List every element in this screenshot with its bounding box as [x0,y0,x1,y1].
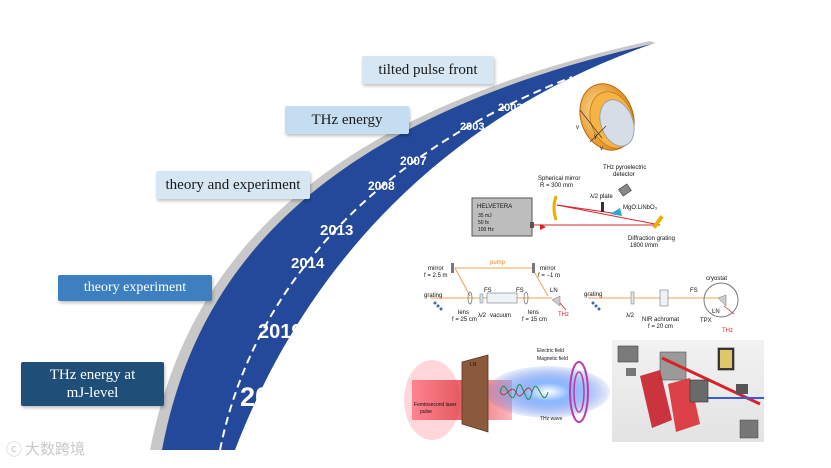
grating-2-label: grating [424,293,442,299]
spherical-mirror-label: Spherical mirror [538,176,580,182]
year-2007: 2007 [400,154,427,168]
tag-theory-experiment: theory experiment [58,275,212,301]
tag-mj-level-line1: THz energy at [49,367,136,383]
timeline-dashed-line [219,76,573,451]
tpx-label: TPX [700,318,712,324]
mirror-left-label: mirror [428,266,444,272]
tag-theory-and-experiment: theory and experiment [156,171,310,199]
year-2013: 2013 [320,222,353,239]
laser-pulse-label-2: pulse [420,409,432,415]
vacuum-label: vacuum [490,313,511,319]
mirror-right-label: mirror [540,266,556,272]
fs-label-2: FS [516,288,524,294]
watermark: ⓒ 大数跨境 [6,436,85,460]
half-wave-label-3: λ/2 [626,313,635,319]
laser-spec-energy: 35 mJ [478,213,492,219]
fs-label-3: FS [690,288,698,294]
tilted-crystal-illustration: v v γ [576,83,635,152]
svg-text:γ: γ [594,134,597,140]
grating-label: Diffraction grating [628,236,675,242]
tag-tilted-pulse-front: tilted pulse front [362,56,494,84]
laser-pulse-label: Femtosecond laser [414,402,457,408]
laser-spec-rate: 100 Hz [478,227,494,233]
setup-3-diagram: grating λ/2 NIR achromat f = 20 cm FS cr… [584,276,739,334]
mirror-right-focal: f = −1 m [538,273,560,279]
detector-label-2: detector [613,172,635,178]
lens-right-label: lens [528,310,539,316]
watermark-logo-icon: ⓒ [6,442,23,459]
half-wave-label: λ/2 [478,313,487,319]
lens-left-label: lens [458,310,469,316]
mirror-left-focal: f = 2.5 m [424,273,448,279]
spherical-mirror-radius: R = 300 mm [540,183,573,189]
thz-label-3: THz [722,328,733,334]
grating-3-label: grating [584,292,602,298]
setup-2-diagram: mirror f = 2.5 m pump mirror f = −1 m gr… [424,260,569,323]
year-2020: 2020- [240,382,309,412]
grating-density: 1800 l/mm [630,243,658,249]
year-2019: 2019 [258,321,303,343]
fs-label-1: FS [484,288,492,294]
timeline-years: 2002 2003 2007 2008 2013 2014 2019 2020- [240,102,522,412]
ln-label-wave: LN [470,362,477,368]
setup-1-diagram: HELVETERA 35 mJ 50 fs 100 Hz Spherical m… [471,165,675,249]
tag-thz-energy: THz energy [285,106,409,134]
detector-label: THz pyroelectric [603,165,646,171]
thz-label-1: THz [558,312,569,318]
laser-box [471,197,533,237]
thz-wave-label: THz wave [540,416,562,422]
tag-mj-level: THz energy at mJ-level [21,362,164,406]
cryostat-label: cryostat [706,276,727,282]
laser-box-title: HELVETERA [477,204,512,210]
thz-wave-illustration: LN Electric field Magnetic field Femtose… [404,345,612,442]
pump-label-1: pump [490,260,506,266]
electric-field-label: Electric field [537,348,564,354]
ln-label-3: LN [712,309,720,315]
watermark-text: 大数跨境 [25,440,86,458]
crystal-label: MgO:LiNbO₃ [623,205,658,211]
lens-left-focal: f = 25 cm [452,317,477,323]
year-2008: 2008 [368,179,395,193]
svg-text:v: v [600,146,603,152]
half-wave-plate-label: λ/2 plate [590,194,613,200]
year-2014: 2014 [291,255,325,272]
timeline-arc [162,44,652,450]
tag-mj-level-line2: mJ-level [66,385,119,401]
laser-spec-duration: 50 fs [478,220,489,226]
lens-right-focal: f = 15 cm [522,317,547,323]
magnetic-field-label: Magnetic field [537,356,568,362]
svg-text:v: v [576,125,579,131]
year-2002: 2002 [498,102,522,114]
year-2003: 2003 [460,121,484,133]
ln-label-1: LN [550,288,558,294]
achromat-label: NIR achromat [642,317,679,323]
achromat-focal: f = 20 cm [648,324,673,330]
lab-setup-render [612,340,764,442]
